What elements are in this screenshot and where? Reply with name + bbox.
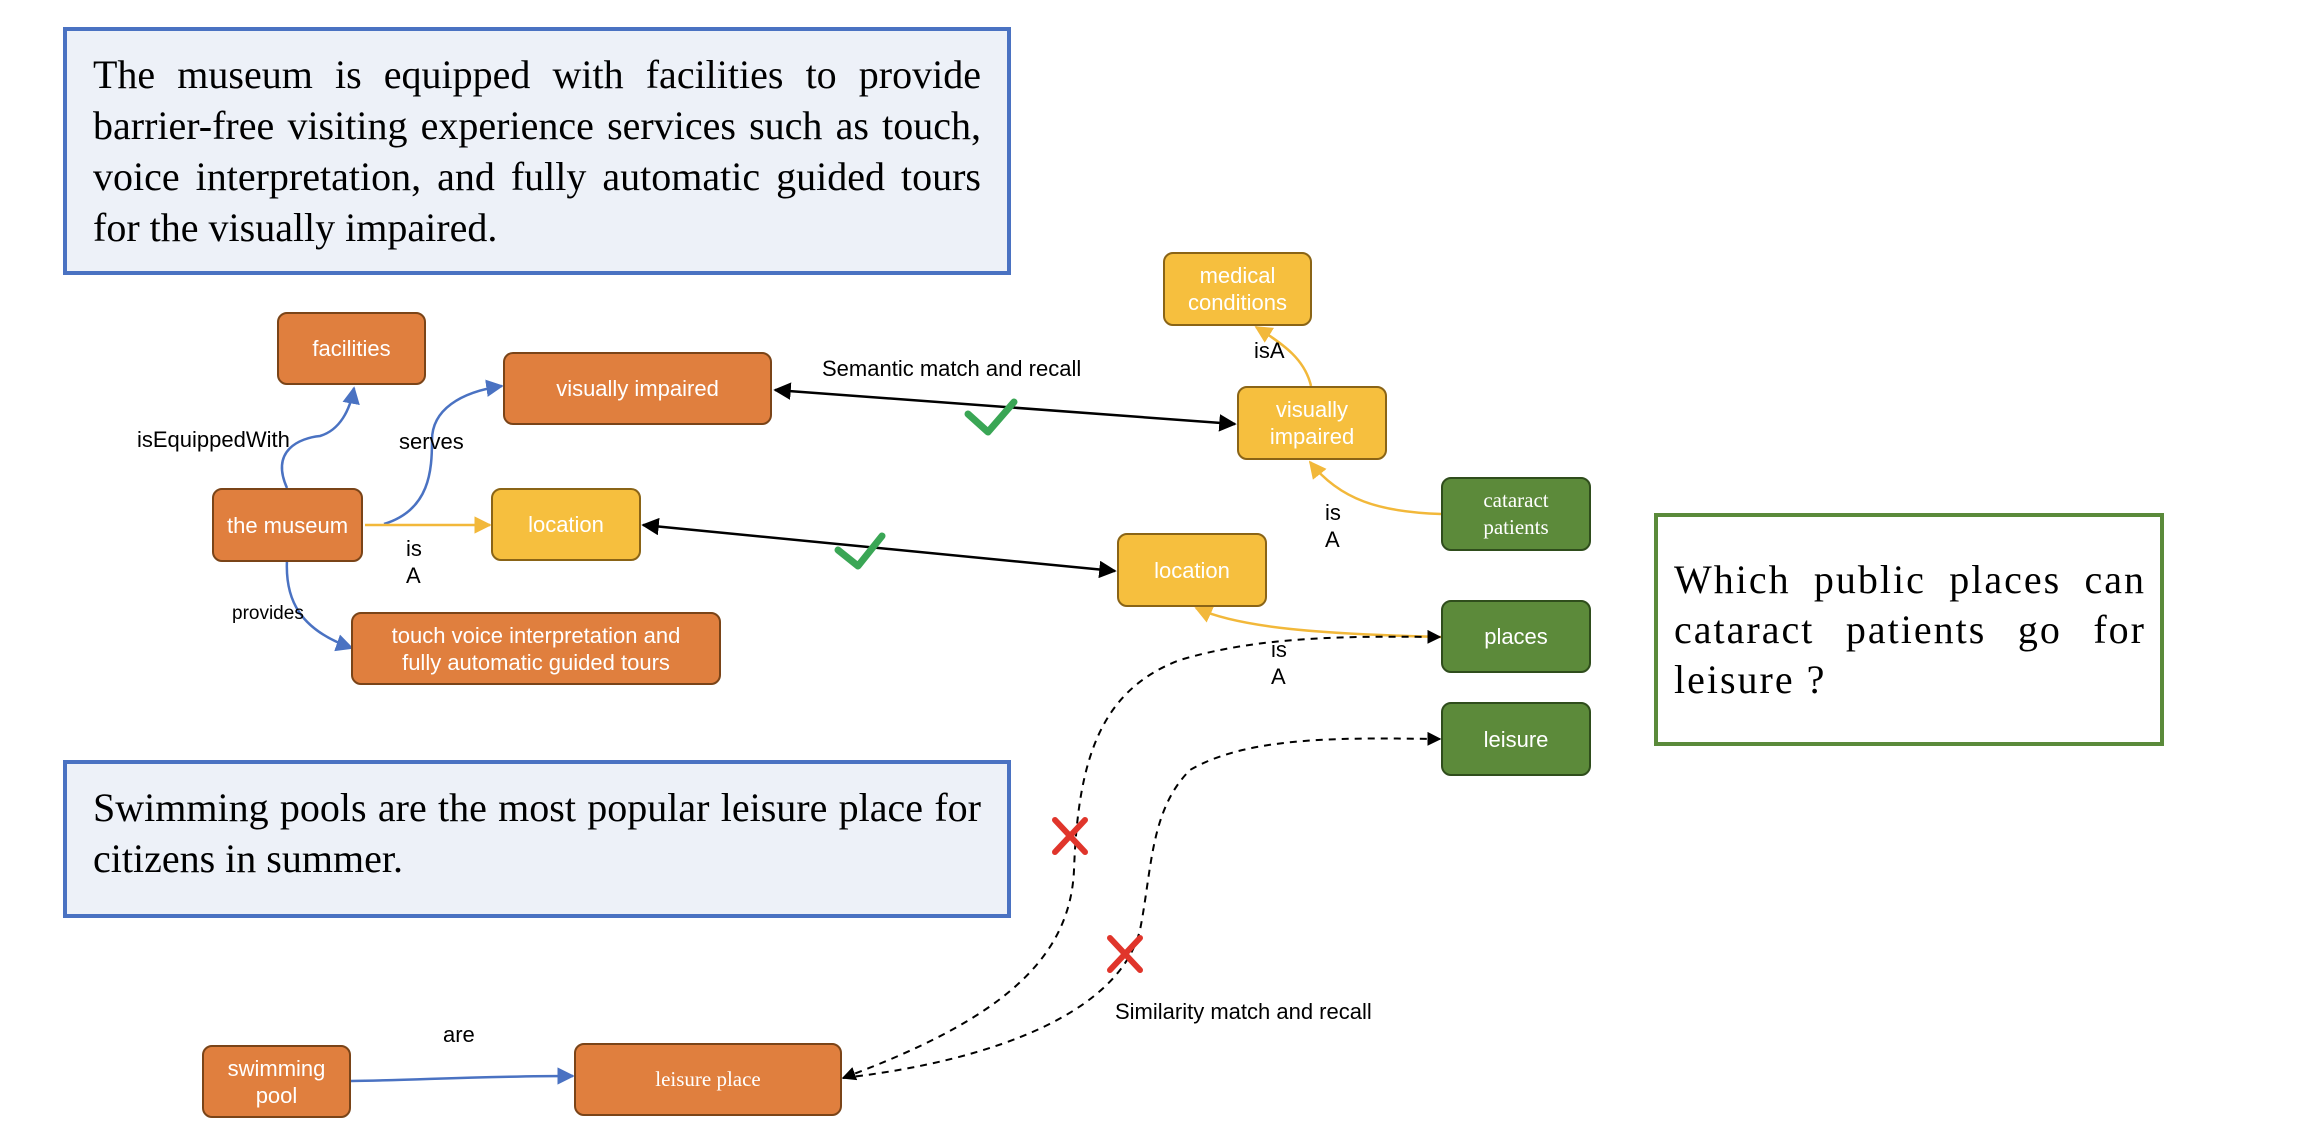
edge-serves: [383, 379, 504, 526]
node-visually-impaired-right: visually impaired: [1237, 386, 1387, 460]
node-places: places: [1441, 600, 1591, 673]
node-visually-impaired-left: visually impaired: [503, 352, 772, 425]
label-is-equipped-with: isEquippedWith: [137, 427, 290, 452]
edge-are: [350, 1067, 575, 1085]
label-serves: serves: [399, 429, 464, 454]
museum-text-box: The museum is equipped with facilities t…: [63, 27, 1011, 275]
question-box: Which public places can cataract patient…: [1654, 513, 2164, 746]
label-semantic-match: Semantic match and recall: [822, 356, 1082, 381]
pool-text-box: Swimming pools are the most popular leis…: [63, 760, 1011, 918]
node-swimming-pool: swimming pool: [202, 1045, 351, 1118]
node-the-museum: the museum: [212, 488, 363, 562]
edge-places-is-a-location: [1194, 606, 1442, 639]
label-is-a-museum: is A: [406, 536, 422, 588]
edge-semantic-match-visually-impaired: [773, 382, 1237, 432]
cross-icon: [1107, 935, 1143, 973]
edge-similarity-leisure: [842, 731, 1442, 1079]
pool-text: Swimming pools are the most popular leis…: [93, 785, 981, 881]
edge-semantic-match-location: [641, 517, 1117, 579]
node-touch-services: touch voice interpretation and fully aut…: [351, 612, 721, 685]
node-location-right: location: [1117, 533, 1267, 607]
node-medical-conditions: medical conditions: [1163, 252, 1312, 326]
edge-visually-impaired-is-a-medical: [1254, 325, 1313, 387]
node-location-left: location: [491, 488, 641, 561]
label-is-a-cataract: is A: [1325, 500, 1341, 552]
check-icon: [964, 398, 1018, 436]
node-facilities: facilities: [277, 312, 426, 385]
edge-is-equipped-with: [280, 386, 360, 489]
edge-cataract-is-a: [1308, 460, 1442, 516]
node-leisure-place: leisure place: [574, 1043, 842, 1116]
edge-similarity-places: [841, 629, 1442, 1081]
label-provides: provides: [232, 603, 304, 624]
label-is-a-medical: isA: [1254, 338, 1285, 363]
check-icon: [834, 532, 886, 570]
question-text: Which public places can cataract patient…: [1674, 557, 2146, 702]
cross-icon: [1052, 817, 1088, 855]
edge-provides: [285, 559, 354, 652]
label-are: are: [443, 1022, 475, 1047]
label-is-a-places: is A: [1271, 637, 1287, 689]
node-leisure: leisure: [1441, 702, 1591, 776]
museum-text: The museum is equipped with facilities t…: [93, 52, 981, 250]
label-similarity-match: Similarity match and recall: [1115, 999, 1372, 1024]
node-cataract-patients: cataract patients: [1441, 477, 1591, 551]
